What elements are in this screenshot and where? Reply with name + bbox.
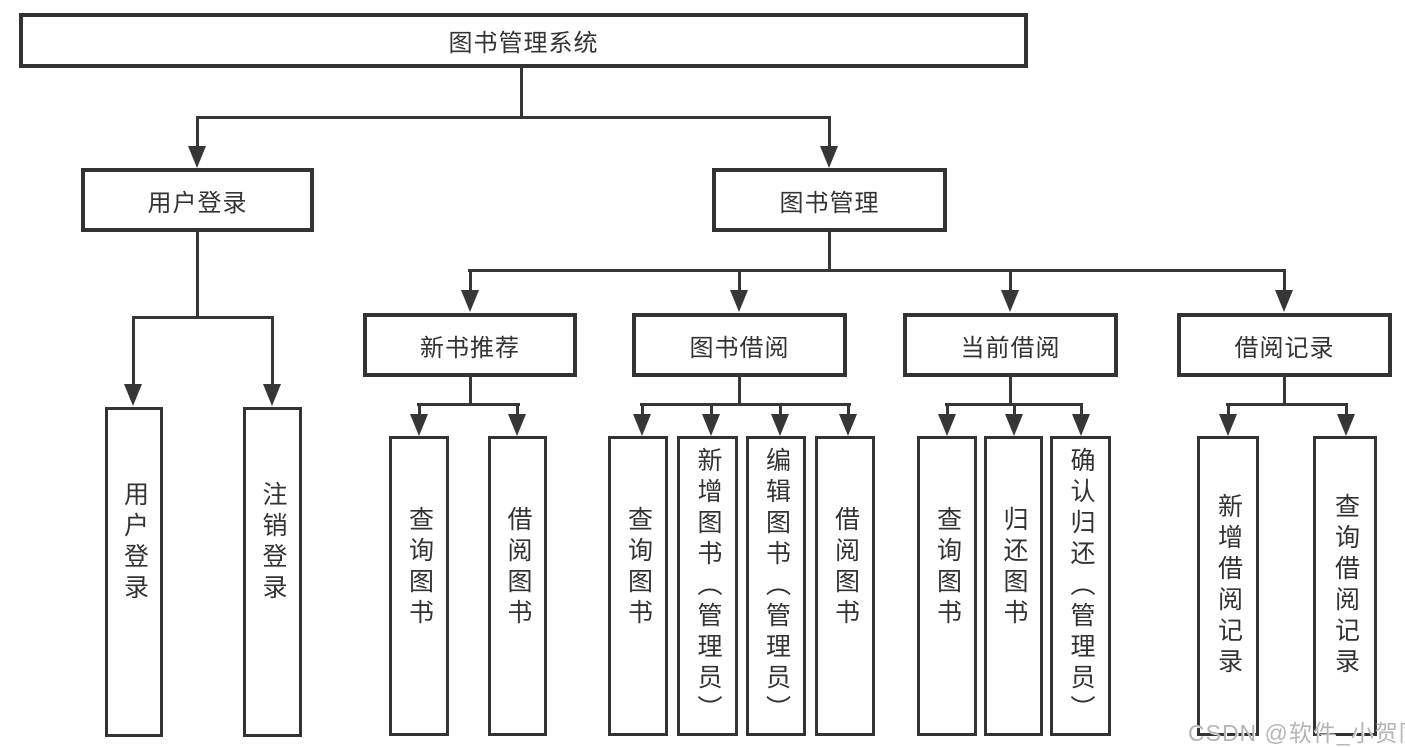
- arrow-shaft: [738, 269, 741, 291]
- node-borrowing-records: 借阅记录: [1177, 313, 1392, 377]
- connector-borrowing-children: [640, 403, 851, 406]
- connector-user-login-children: [132, 316, 274, 319]
- arrow-shaft: [641, 403, 644, 415]
- node-return-books: 归还图书: [984, 436, 1043, 736]
- connector-recommend-stub: [469, 375, 472, 406]
- node-add-books-admin: 新增图书（管理员）: [677, 436, 738, 736]
- arrow-down-icon: [410, 414, 428, 436]
- node-confirm-return-admin: 确认归还（管理员）: [1050, 436, 1111, 736]
- node-label: 图书管理: [779, 189, 880, 217]
- node-label: 查询图书: [933, 506, 962, 630]
- arrow-shaft: [1227, 403, 1230, 415]
- node-label: 新增借阅记录: [1214, 493, 1243, 679]
- arrow-shaft: [271, 316, 274, 385]
- arrow-down-icon: [124, 384, 142, 406]
- arrow-shaft: [1080, 403, 1083, 415]
- arrow-down-icon: [730, 290, 748, 312]
- node-logout-leaf: 注销登录: [243, 407, 302, 737]
- connector-recommend-children: [417, 403, 520, 406]
- arrow-shaft: [418, 403, 421, 415]
- node-label: 当前借阅: [960, 334, 1061, 362]
- node-query-books-recommend: 查询图书: [389, 436, 449, 736]
- arrow-down-icon: [1219, 414, 1237, 436]
- arrow-shaft: [196, 116, 199, 147]
- arrow-shaft: [710, 403, 713, 415]
- arrow-down-icon: [1275, 290, 1293, 312]
- arrow-down-icon: [702, 414, 720, 436]
- node-label: 图书借阅: [689, 334, 790, 362]
- arrow-shaft: [469, 269, 472, 291]
- connector-current-stub: [1009, 375, 1012, 406]
- arrow-shaft: [847, 403, 850, 415]
- arrow-down-icon: [1337, 414, 1355, 436]
- node-label: 确认归还（管理员）: [1067, 446, 1095, 726]
- arrow-down-icon: [1001, 290, 1019, 312]
- node-label: 借阅图书: [831, 506, 860, 630]
- connector-records-stub: [1283, 375, 1286, 406]
- arrow-down-icon: [461, 290, 479, 312]
- arrow-down-icon: [771, 414, 789, 436]
- node-user-login: 用户登录: [81, 168, 314, 232]
- arrow-shaft: [779, 403, 782, 415]
- node-label: 图书管理系统: [448, 30, 599, 57]
- arrow-shaft: [132, 316, 135, 385]
- node-label: 查询图书: [405, 506, 434, 630]
- node-label: 编辑图书（管理员）: [762, 446, 791, 726]
- node-label: 新书推荐: [420, 334, 520, 362]
- connector-level1: [196, 116, 831, 119]
- node-query-borrow-record: 查询借阅记录: [1313, 436, 1377, 736]
- connector-records-children: [1226, 403, 1348, 406]
- arrow-shaft: [1283, 269, 1286, 291]
- node-label: 新增图书（管理员）: [694, 446, 722, 726]
- node-label: 用户登录: [147, 189, 248, 217]
- node-label: 归还图书: [1000, 506, 1028, 630]
- arrow-down-icon: [938, 414, 956, 436]
- node-borrow-books-borrowing: 借阅图书: [815, 436, 875, 736]
- arrow-down-icon: [1072, 414, 1090, 436]
- node-label: 注销登录: [259, 481, 287, 605]
- arrow-shaft: [1013, 403, 1016, 415]
- node-edit-books-admin: 编辑图书（管理员）: [746, 436, 806, 736]
- node-query-books-current: 查询图书: [917, 436, 977, 736]
- node-label: 查询图书: [624, 506, 653, 630]
- node-borrow-books-recommend: 借阅图书: [488, 436, 547, 736]
- node-user-login-leaf: 用户登录: [105, 407, 163, 737]
- connector-user-login-stub: [196, 230, 199, 319]
- arrow-shaft: [946, 403, 949, 415]
- arrow-down-icon: [839, 414, 857, 436]
- node-library-management-system: 图书管理系统: [19, 13, 1028, 68]
- node-label: 查询借阅记录: [1331, 493, 1360, 679]
- watermark-csdn: CSDN @软件_小贺同学: [1188, 720, 1405, 746]
- arrow-down-icon: [633, 414, 651, 436]
- connector-root-stub: [520, 66, 523, 118]
- arrow-down-icon: [188, 146, 206, 168]
- node-label: 用户登录: [120, 481, 149, 605]
- node-current-borrowing: 当前借阅: [903, 313, 1118, 377]
- node-label: 借阅记录: [1234, 334, 1335, 362]
- connector-borrowing-stub: [738, 375, 741, 406]
- connector-level3: [468, 269, 1286, 272]
- node-book-management: 图书管理: [712, 168, 947, 232]
- node-new-book-recommendation: 新书推荐: [363, 313, 577, 377]
- arrow-shaft: [1009, 269, 1012, 291]
- connector-book-management-stub: [828, 230, 831, 272]
- arrow-down-icon: [820, 146, 838, 168]
- arrow-down-icon: [1005, 414, 1023, 436]
- node-label: 借阅图书: [504, 506, 532, 630]
- arrow-shaft: [828, 116, 831, 147]
- node-book-borrowing: 图书借阅: [632, 313, 847, 377]
- arrow-shaft: [1345, 403, 1348, 415]
- arrow-down-icon: [508, 414, 526, 436]
- arrow-down-icon: [263, 384, 281, 406]
- arrow-shaft: [516, 403, 519, 415]
- node-query-books-borrowing: 查询图书: [608, 436, 668, 736]
- node-add-borrow-record: 新增借阅记录: [1197, 436, 1259, 736]
